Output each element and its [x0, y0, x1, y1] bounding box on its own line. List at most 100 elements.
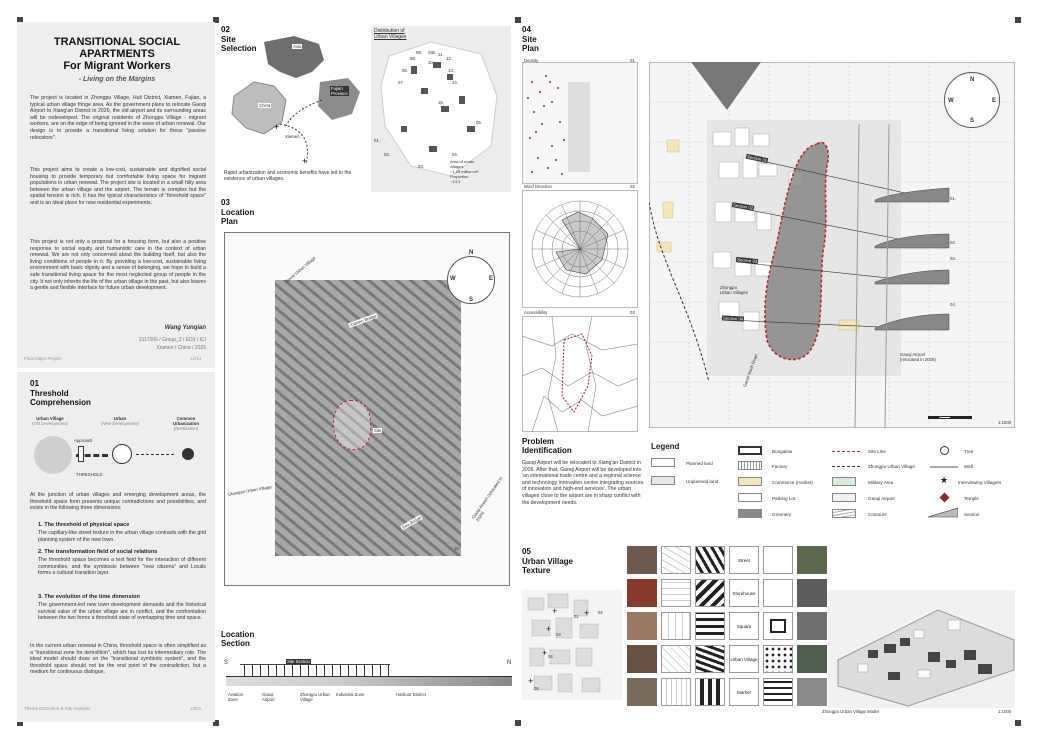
legend-item: Parking Lot — [772, 496, 796, 501]
texture-map: +++++ — [522, 590, 622, 700]
urban-title: Urban — [113, 416, 127, 421]
legend-swatch — [651, 458, 675, 467]
compass — [944, 72, 1000, 128]
legend-item: Planned land — [686, 461, 713, 466]
site-highlight — [333, 400, 371, 450]
uv-sub: (Old Development) — [31, 421, 69, 426]
asia-label: Asia — [292, 44, 303, 49]
urban-circle — [112, 444, 132, 464]
approach-label: Approach — [74, 438, 93, 443]
legend-swatch — [738, 461, 762, 470]
texture-photo — [797, 645, 827, 673]
meta-line: 2117006 / Group_2 / ED3 / ICI — [138, 337, 206, 343]
texture-figure-ground — [695, 678, 725, 706]
problem-text: Gaoqi Airport will be relocated to Xiang… — [522, 460, 644, 506]
title-line: Site — [522, 35, 537, 44]
village-number: 14. — [452, 80, 458, 85]
legend-item: Commerce (market) — [772, 480, 813, 485]
legend-swatch — [738, 446, 762, 455]
texture-label: Market — [729, 678, 759, 706]
fujian-landmass — [318, 78, 360, 120]
intro-paragraph: The project is located in Zhongpu Villag… — [30, 95, 206, 141]
corner-mark — [1015, 17, 1021, 23]
texture-plan — [661, 645, 691, 673]
title-line: Plan — [522, 44, 539, 53]
title-line: Selection — [221, 44, 257, 53]
title-line: Problem — [522, 437, 555, 446]
legend-item: Contours — [868, 512, 887, 517]
section-number: 03 — [221, 198, 230, 207]
label-line: Urban Villages — [720, 290, 748, 295]
texture-photo — [797, 612, 827, 640]
arrow — [136, 454, 174, 455]
connector — [279, 123, 308, 165]
texture-photo — [797, 546, 827, 574]
site-plan-drawing — [649, 62, 1015, 428]
legend-item: Temple — [964, 496, 979, 501]
village-number: 12. — [446, 56, 452, 61]
village-number: 10. — [428, 60, 434, 65]
svg-text:+: + — [546, 624, 551, 634]
compass-n: N — [970, 77, 975, 83]
legend-item: Factory — [772, 464, 788, 469]
footer-left: Theme Extraction & Site Analysis — [24, 706, 91, 711]
section-icon — [928, 507, 958, 518]
threshold-label: THRESHOLD — [76, 472, 103, 477]
title-line: Urban Villages — [374, 34, 407, 40]
distribution-shape — [380, 41, 498, 177]
legend-swatch — [651, 476, 675, 485]
section-title: Location Section — [221, 630, 254, 648]
area-label: Area of urban villages ~1.29 million m² … — [450, 159, 478, 184]
title-line: Site — [221, 35, 236, 44]
corner-mark — [213, 17, 219, 23]
model-scale: 1:1000 — [998, 709, 1012, 714]
village-number: 07. — [398, 80, 404, 85]
china-label: China — [258, 103, 272, 108]
village-number: 11. — [438, 52, 444, 57]
china-landmass — [231, 81, 287, 135]
legend-item: Military Area — [868, 480, 894, 485]
title-line: Location — [221, 630, 255, 639]
fujian-line: Province — [331, 91, 348, 96]
title-line: Section — [221, 639, 250, 648]
common-sub: (Destination) — [173, 426, 199, 431]
section-number: 04. — [950, 302, 956, 307]
uv-label: Urban Village(Old Development) — [28, 416, 72, 426]
scale-bar — [928, 416, 972, 419]
legend-item: Wall — [964, 464, 973, 469]
legend-item: Gaoqi Airport — [868, 496, 895, 501]
panel-number: 02 — [630, 184, 635, 189]
zone-label: Gaoqi Airport — [262, 692, 275, 702]
section-number: 04 — [522, 25, 531, 34]
section-number: 05 — [522, 547, 531, 556]
svg-text:+: + — [552, 606, 557, 616]
section-title: Urban Village Texture — [522, 557, 573, 575]
texture-label: Square — [729, 612, 759, 640]
texture-label: Storehouse — [729, 579, 759, 607]
village-number: 15. — [438, 100, 444, 105]
legend-line — [832, 466, 860, 467]
site-selection-caption: Rapid urbanization and economic benefits… — [224, 170, 352, 182]
legend-title: Legend — [651, 442, 680, 451]
village-number: 04. — [452, 152, 458, 157]
texture-point: 04 — [548, 654, 553, 659]
texture-diagram — [763, 546, 793, 574]
legend-item: Unplanned land — [686, 479, 719, 484]
legend-swatch — [832, 509, 856, 518]
village-number: 02. — [384, 152, 390, 157]
title-line: APARTMENTS — [79, 48, 155, 60]
section-title: Site Selection — [221, 35, 257, 53]
wall-icon — [930, 466, 958, 468]
urban-sub: (New Development) — [101, 421, 139, 426]
scale-label: 1:1000 — [998, 420, 1012, 425]
zhongpu-label: Zhongpu Urban Villages — [720, 285, 748, 295]
access-map — [522, 316, 638, 432]
texture-figure-ground — [695, 579, 725, 607]
title-line: TRANSITIONAL SOCIAL — [53, 36, 181, 48]
urban-label: Urban(New Development) — [98, 416, 142, 426]
title-line: Urban Village — [522, 557, 573, 566]
svg-text:+: + — [542, 648, 547, 658]
threshold-t2: The threshold space becomes a test field… — [38, 557, 206, 577]
texture-diagram — [763, 645, 793, 673]
